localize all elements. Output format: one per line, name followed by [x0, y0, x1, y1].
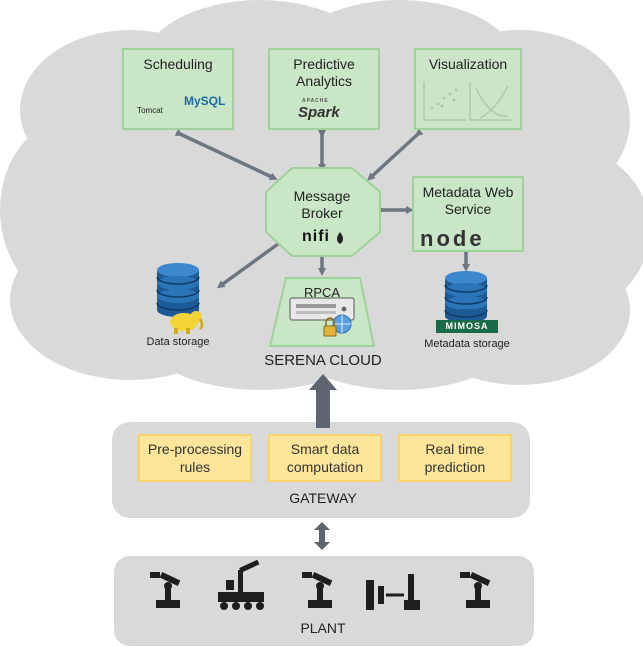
- scheduling-label: Scheduling: [143, 56, 213, 72]
- metadata-storage-label: Metadata storage: [424, 338, 510, 350]
- message-broker-label: Message Broker: [293, 188, 351, 221]
- security-globe-icon: [323, 314, 352, 337]
- gateway-item-label: Real time prediction: [424, 441, 486, 475]
- plant-title: PLANT: [300, 620, 346, 636]
- hadoop-elephant-icon: [170, 311, 204, 334]
- gateway-to-cloud-arrow: [309, 374, 337, 428]
- scheduling-service-box: Scheduling: [122, 48, 234, 130]
- predictive-analytics-label: Predictive Analytics: [293, 56, 355, 89]
- robot-arm-icon-3: [460, 572, 491, 608]
- gateway-title: GATEWAY: [289, 490, 357, 506]
- robot-arm-icon-2: [302, 572, 333, 608]
- mysql-logo-label: MySQL: [184, 94, 226, 108]
- tomcat-logo-label: Tomcat: [137, 106, 163, 115]
- press-machine-icon: [366, 574, 420, 610]
- message-broker-octagon: [265, 167, 381, 257]
- rpca-label: RPCA: [303, 285, 341, 300]
- database-icon: [156, 263, 200, 317]
- spark-logo-sub: APACHE: [302, 98, 329, 104]
- metadata-database-icon: [444, 271, 488, 323]
- spark-logo-label: Spark: [298, 104, 340, 121]
- predictive-analytics-service-box: Predictive Analytics: [268, 48, 380, 130]
- gateway-item-label: Smart data computation: [286, 441, 364, 475]
- metadata-web-service-label: Metadata Web Service: [422, 184, 514, 217]
- serena-cloud-title: SERENA CLOUD: [264, 352, 382, 369]
- visualization-label: Visualization: [428, 56, 508, 72]
- server-icon: [289, 297, 355, 321]
- mimosa-logo-label: MIMOSA: [445, 321, 489, 331]
- data-storage-label: Data storage: [146, 336, 210, 348]
- nifi-drop-icon: [337, 232, 343, 244]
- gateway-item-smart-data: Smart data computation: [268, 434, 382, 482]
- robot-arm-icon: [150, 572, 181, 608]
- gateway-item-real-time: Real time prediction: [398, 434, 512, 482]
- gateway-item-preprocessing: Pre-processing rules: [138, 434, 252, 482]
- conveyor-robot-icon: [218, 559, 264, 610]
- plant-gateway-arrow: [314, 522, 330, 550]
- nodejs-logo-label: node: [420, 226, 485, 251]
- visualization-service-box: Visualization: [414, 48, 522, 130]
- connection-arrows: [174, 128, 470, 289]
- metadata-web-service-box: Metadata Web Service: [412, 176, 524, 252]
- nifi-logo-label: nifi: [302, 228, 330, 245]
- gateway-item-label: Pre-processing rules: [147, 441, 243, 475]
- mimosa-logo-badge: [436, 320, 498, 333]
